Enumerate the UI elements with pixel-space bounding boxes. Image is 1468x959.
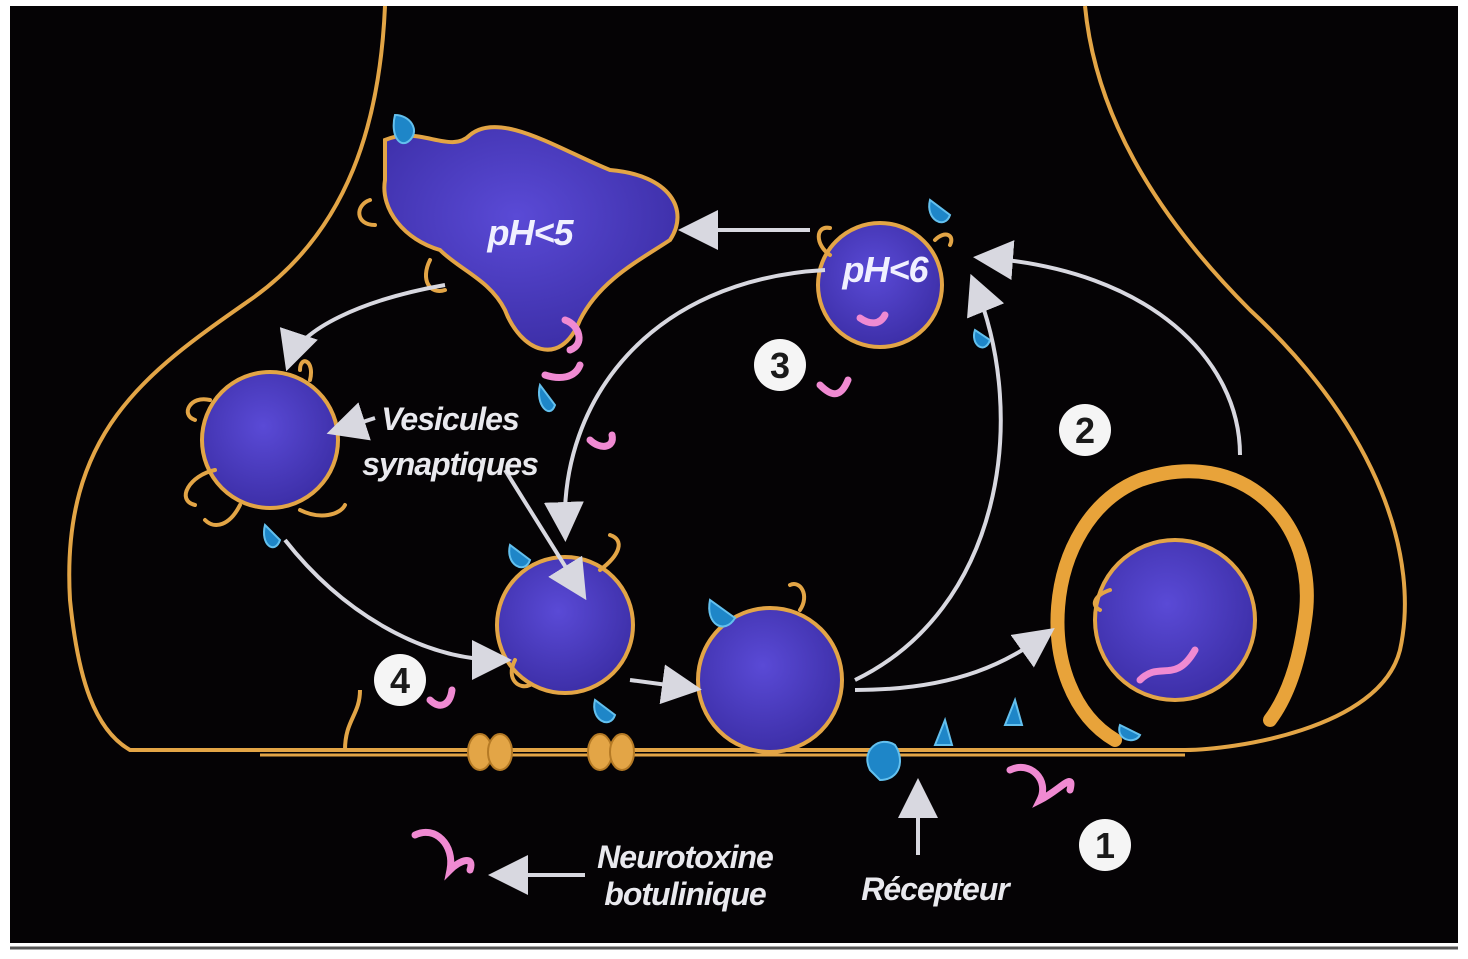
step-marker-4: 4 (374, 654, 426, 706)
step-marker-1: 1 (1079, 819, 1131, 871)
svg-text:4: 4 (390, 660, 410, 701)
ph6-label: pH<6 (841, 249, 929, 290)
vesicles-label-line2: synaptiques (362, 446, 538, 482)
vesicle-left (202, 372, 338, 508)
vesicles-label-line1: Vesicules (381, 401, 519, 437)
svg-text:3: 3 (770, 345, 790, 386)
vesicle-fusing (698, 608, 842, 752)
ph5-label: pH<5 (486, 212, 574, 253)
receptor-label: Récepteur (861, 871, 1011, 907)
svg-text:2: 2 (1075, 410, 1095, 451)
step-marker-3: 3 (754, 339, 806, 391)
vesicle-endocytic (1095, 540, 1255, 700)
toxin-label-line1: Neurotoxine (597, 839, 773, 875)
svg-text:1: 1 (1095, 825, 1115, 866)
step-marker-2: 2 (1059, 404, 1111, 456)
toxin-label-line2: botulinique (604, 876, 766, 912)
vesicle-docking (497, 557, 633, 693)
